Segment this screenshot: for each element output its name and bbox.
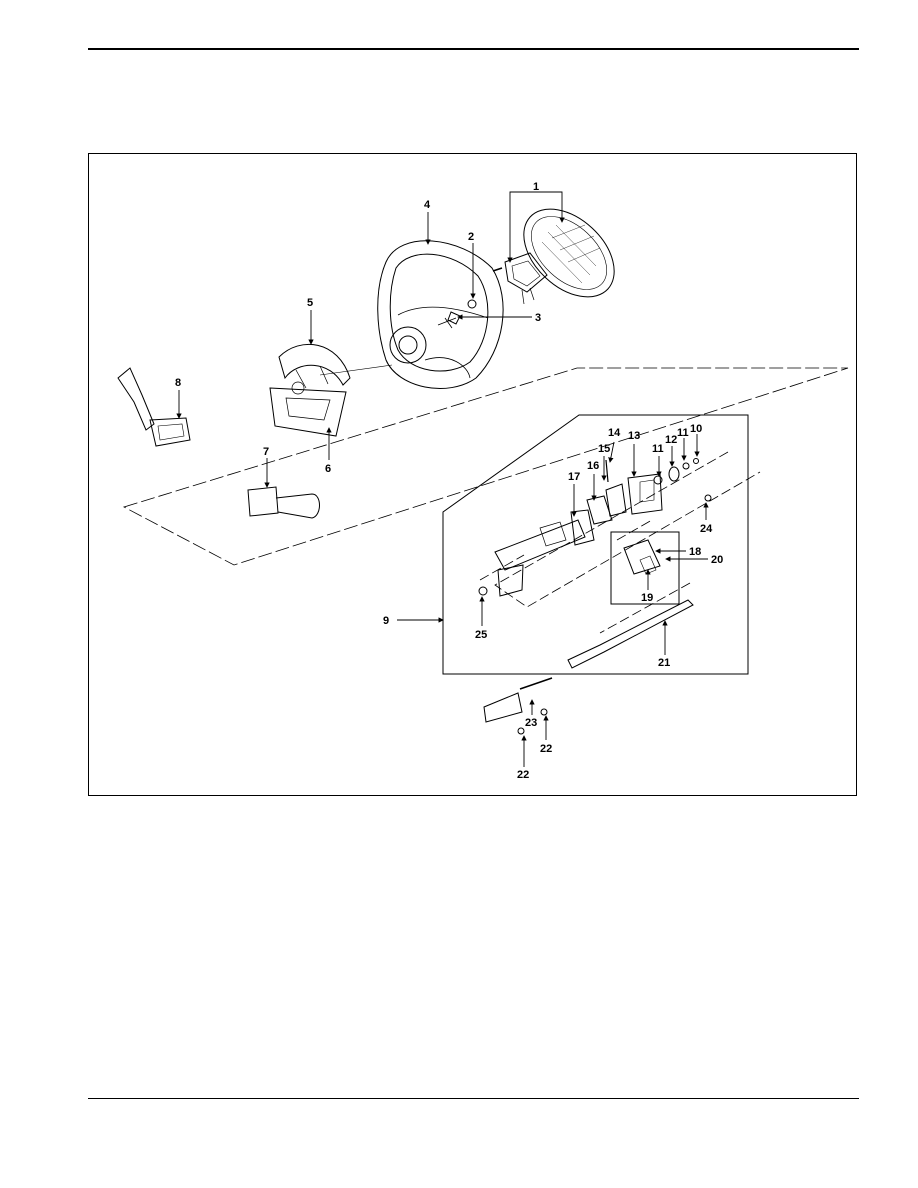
callout-9: 9 bbox=[383, 615, 389, 627]
joint-bolt-lower bbox=[517, 727, 525, 735]
upper-column-cover bbox=[278, 343, 351, 389]
callout-22-a: 22 bbox=[540, 743, 552, 755]
callout-3: 3 bbox=[535, 312, 541, 324]
callout-11-b: 11 bbox=[677, 427, 689, 439]
steering-column bbox=[494, 509, 595, 597]
leader-lines bbox=[176, 191, 709, 767]
callout-10: 10 bbox=[690, 423, 702, 435]
airbag-module bbox=[523, 208, 615, 298]
column-bolt bbox=[704, 494, 712, 502]
diagram-frame bbox=[88, 153, 857, 796]
steering-wheel-nut bbox=[467, 299, 477, 309]
callout-19: 19 bbox=[641, 592, 653, 604]
callout-21: 21 bbox=[658, 657, 670, 669]
lighting-switch bbox=[247, 486, 320, 519]
steering-wheel bbox=[319, 240, 504, 389]
horn-switch-plate bbox=[492, 252, 548, 305]
header-rule bbox=[88, 48, 859, 50]
callout-16: 16 bbox=[587, 460, 599, 472]
callout-25: 25 bbox=[475, 629, 487, 641]
callout-15: 15 bbox=[598, 443, 610, 455]
callout-17: 17 bbox=[568, 471, 580, 483]
ignition-switch bbox=[623, 539, 661, 575]
callout-labels: 1 2 3 4 5 6 7 8 9 10 11 11 12 13 14 15 1… bbox=[175, 181, 723, 781]
callout-24: 24 bbox=[700, 523, 713, 535]
callout-20: 20 bbox=[711, 554, 723, 566]
footer-rule bbox=[88, 1098, 859, 1099]
callout-22-b: 22 bbox=[517, 769, 529, 781]
callout-1: 1 bbox=[533, 181, 539, 193]
column-mount-nut bbox=[478, 586, 488, 596]
callout-23: 23 bbox=[525, 717, 537, 729]
callout-5: 5 bbox=[307, 297, 313, 309]
intermediate-shaft bbox=[483, 599, 694, 723]
callout-12: 12 bbox=[665, 434, 677, 446]
wiper-switch bbox=[117, 367, 191, 447]
column-assembly-guide bbox=[479, 451, 761, 634]
callout-6: 6 bbox=[325, 463, 331, 475]
callout-18: 18 bbox=[689, 546, 701, 558]
column-lock-parts bbox=[586, 458, 699, 525]
callout-11-a: 11 bbox=[652, 443, 664, 455]
callout-7: 7 bbox=[263, 446, 269, 458]
switch-assembly-guide bbox=[122, 367, 849, 566]
callout-14: 14 bbox=[608, 427, 621, 439]
callout-8: 8 bbox=[175, 377, 181, 389]
callout-13: 13 bbox=[628, 430, 640, 442]
damper-clip bbox=[447, 311, 461, 325]
column-group-bracket bbox=[442, 414, 749, 675]
callout-2: 2 bbox=[468, 231, 474, 243]
lower-column-cover bbox=[269, 381, 347, 437]
callout-4: 4 bbox=[424, 199, 431, 211]
joint-bolt-upper bbox=[540, 708, 548, 716]
